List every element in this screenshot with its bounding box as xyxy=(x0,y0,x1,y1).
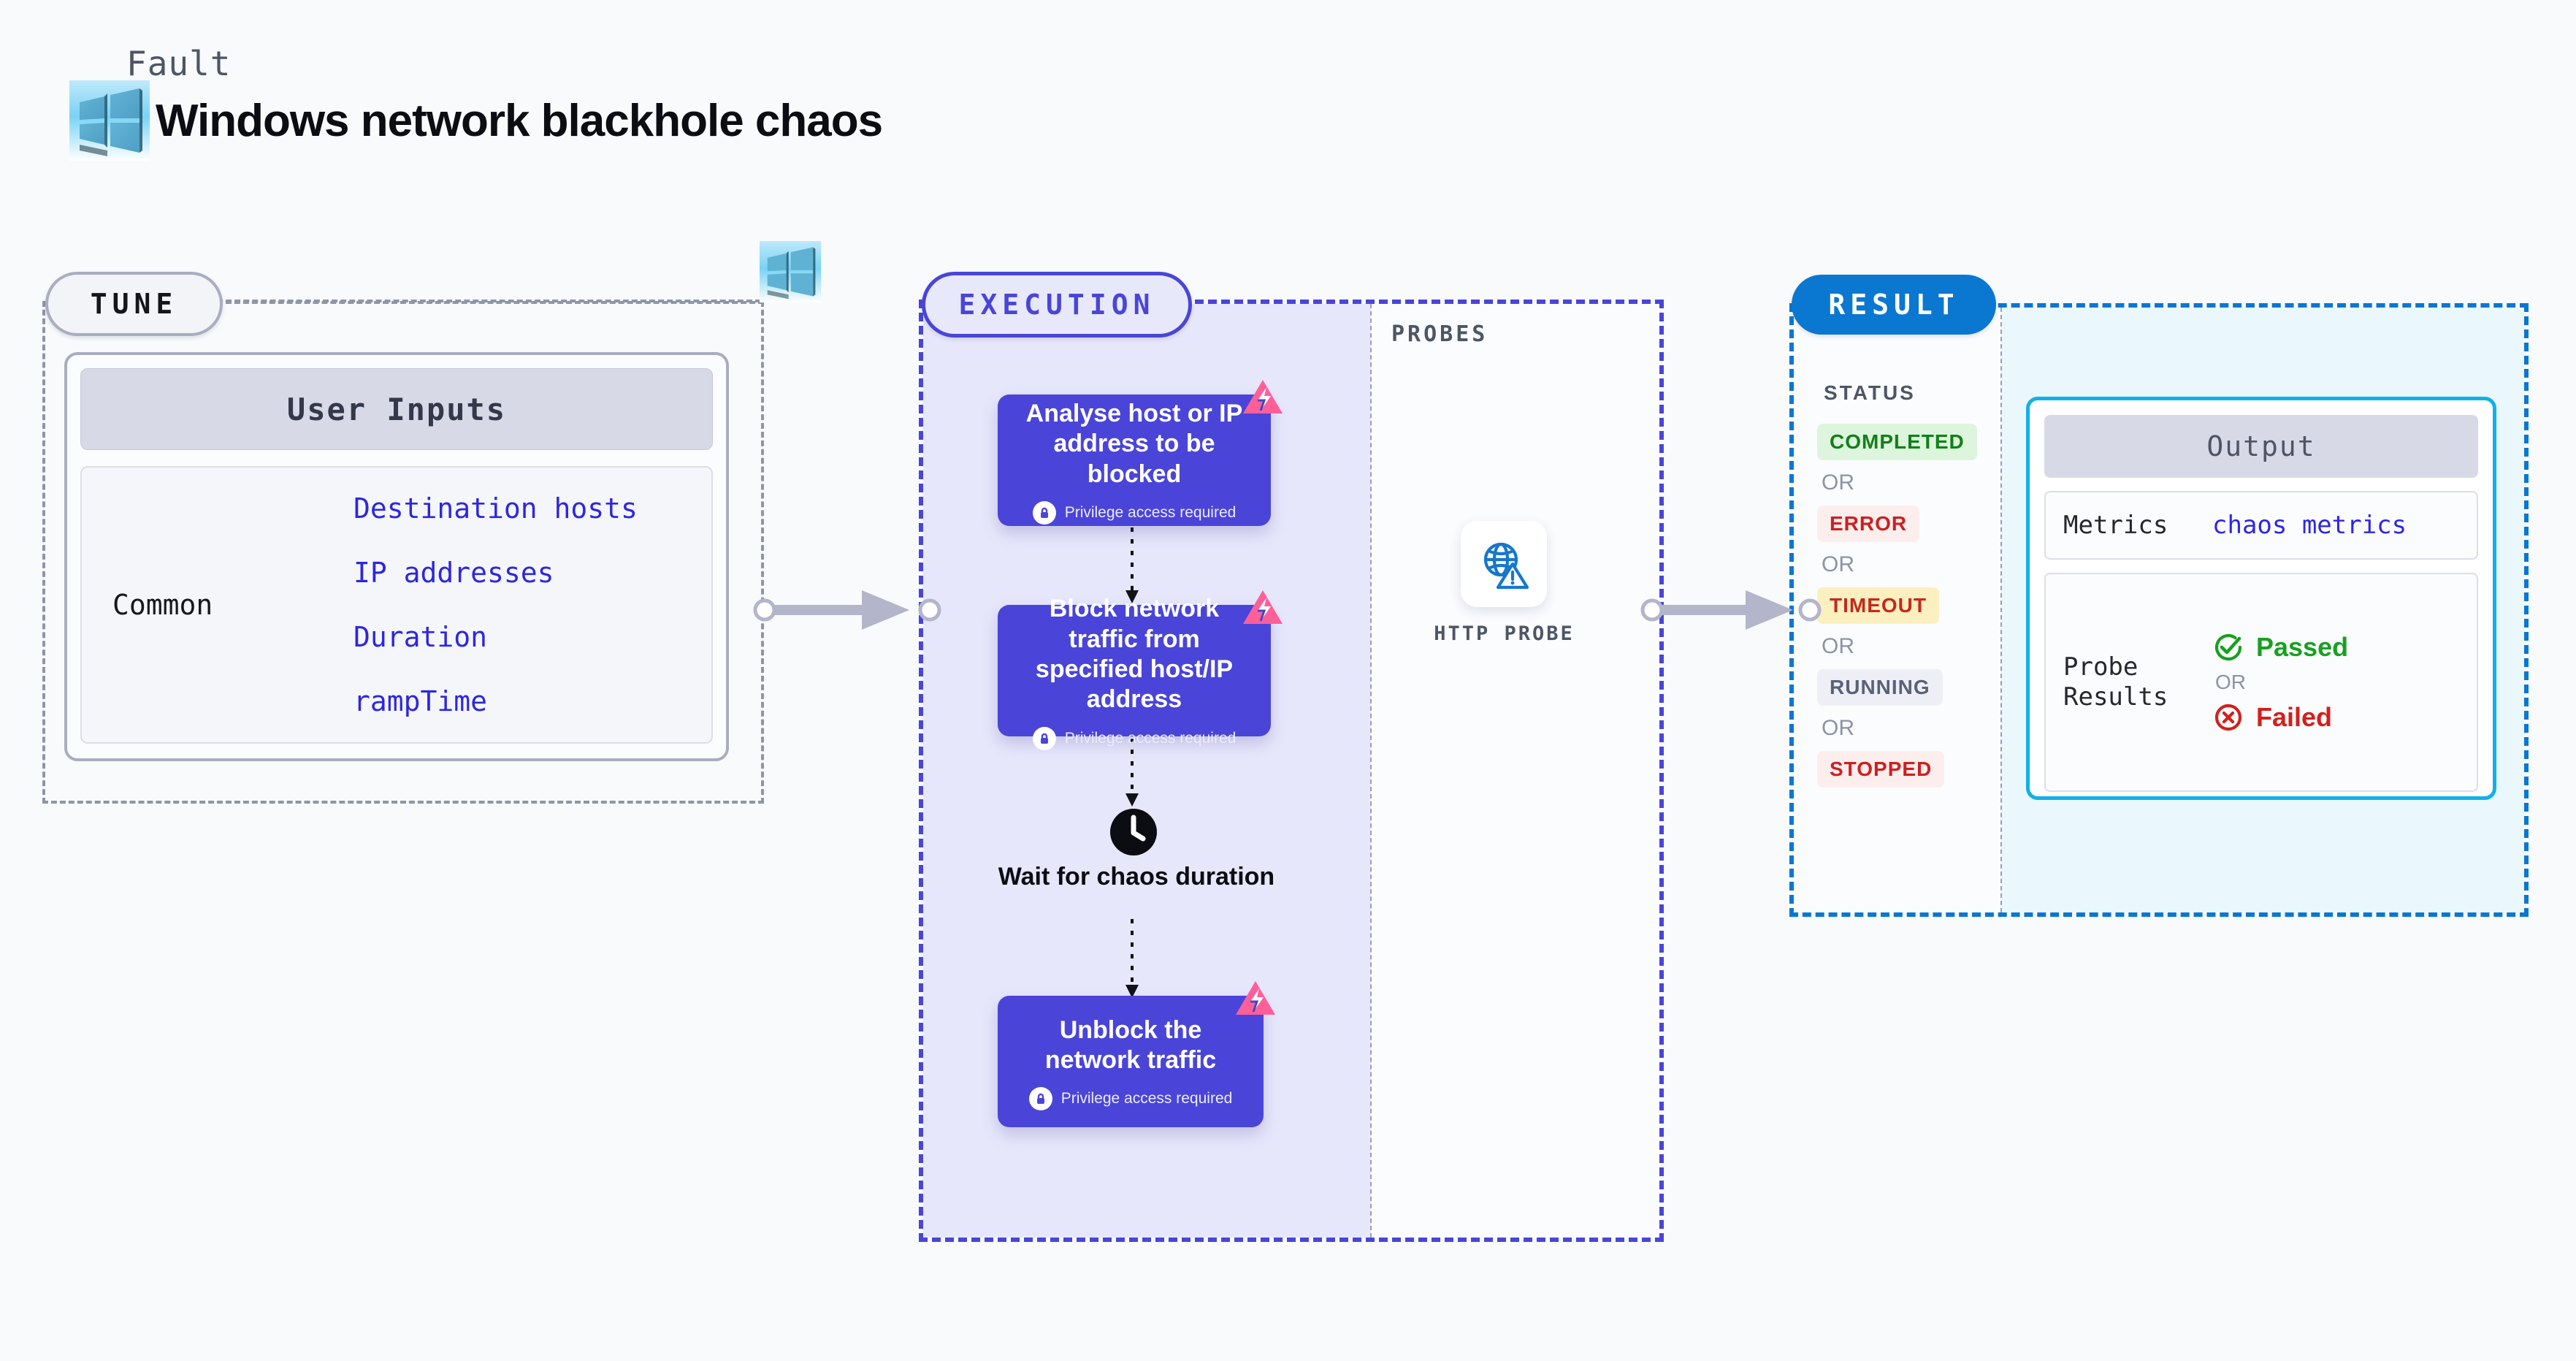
chaos-fault-icon xyxy=(1236,981,1275,1015)
output-header: Output xyxy=(2044,415,2478,478)
or-separator: OR xyxy=(1822,552,1854,576)
page-title: Windows network blackhole chaos xyxy=(156,95,883,146)
execution-step-title: Block network traffic from specified hos… xyxy=(1035,595,1234,714)
privilege-note: Privilege access required xyxy=(1028,1087,1233,1111)
fault-kicker-label: Fault xyxy=(126,44,232,83)
user-input-item[interactable]: Duration xyxy=(353,621,488,653)
result-section-pill[interactable]: RESULT xyxy=(1792,275,1996,335)
user-inputs-header: User Inputs xyxy=(80,368,713,450)
or-separator: OR xyxy=(1822,716,1854,740)
or-separator: OR xyxy=(1822,470,1854,495)
status-badge: COMPLETED xyxy=(1817,424,1977,460)
metrics-key-label: Metrics xyxy=(2063,510,2168,540)
execution-pill-label: EXECUTION xyxy=(958,289,1155,321)
flow-arrow-down xyxy=(1125,738,1139,807)
wait-step-label: Wait for chaos duration xyxy=(998,863,1275,891)
probe-pass-label: Passed xyxy=(2256,632,2349,662)
probes-section-label: PROBES xyxy=(1391,321,1488,347)
windows-logo-icon xyxy=(760,241,821,302)
probe-result-pass: Passed xyxy=(2212,631,2348,663)
or-separator: OR xyxy=(2215,671,2246,693)
windows-logo-icon xyxy=(69,80,150,161)
privilege-label: Privilege access required xyxy=(1064,729,1237,747)
privilege-label: Privilege access required xyxy=(1064,504,1237,522)
chaos-fault-icon xyxy=(1243,590,1283,624)
metrics-value[interactable]: chaos metrics xyxy=(2212,511,2407,540)
page-header: Fault Windows network xyxy=(69,44,1092,161)
status-heading: STATUS xyxy=(1824,381,1916,404)
execution-section-pill[interactable]: EXECUTION xyxy=(922,272,1192,338)
probe-results-row: Probe Results Passed OR Failed xyxy=(2044,573,2478,792)
probe-fail-label: Failed xyxy=(2256,702,2333,732)
execution-step-title: Analyse host or IP address to be blocked xyxy=(1025,399,1243,488)
x-circle-icon xyxy=(2214,704,2242,731)
user-input-item[interactable]: IP addresses xyxy=(353,557,554,589)
or-separator: OR xyxy=(1822,634,1854,658)
probes-column-bg xyxy=(1371,304,1659,1238)
output-card: Output Metrics chaos metrics Probe Resul… xyxy=(2026,397,2496,800)
execution-probes-divider xyxy=(1370,304,1372,1238)
flow-arrow-down xyxy=(1125,919,1139,998)
chaos-fault-icon xyxy=(1243,380,1283,413)
result-panel-divider xyxy=(2000,308,2002,912)
execution-step-card[interactable]: Block network traffic from specified hos… xyxy=(998,590,1283,750)
metrics-row: Metrics chaos metrics xyxy=(2044,491,2478,560)
status-list: COMPLETED OR ERROR OR TIMEOUT OR RUNNING… xyxy=(1817,424,2007,788)
connector-probes-to-result xyxy=(1640,590,1822,630)
lock-icon xyxy=(1032,501,1056,525)
execution-step-title: Unblock the network traffic xyxy=(1044,1015,1217,1074)
user-inputs-card: User Inputs Common Destination hosts IP … xyxy=(64,352,729,761)
user-input-item[interactable]: Destination hosts xyxy=(353,492,638,525)
privilege-note: Privilege access required xyxy=(1032,726,1237,750)
user-input-item[interactable]: rampTime xyxy=(353,685,488,717)
probe-results-values: Passed OR Failed xyxy=(2212,631,2348,733)
http-probe-label: HTTP PROBE xyxy=(1434,622,1575,645)
tune-panel-top-dash xyxy=(217,300,761,302)
tune-panel xyxy=(42,301,764,804)
status-badge: ERROR xyxy=(1817,506,1920,542)
flow-arrow-down xyxy=(1125,527,1139,603)
status-badge: TIMEOUT xyxy=(1817,587,1939,624)
execution-step-card[interactable]: Analyse host or IP address to be blocked… xyxy=(998,380,1283,526)
user-inputs-list: Destination hosts IP addresses Duration … xyxy=(353,492,638,717)
tune-pill-label: TUNE xyxy=(90,288,178,320)
result-pill-label: RESULT xyxy=(1828,289,1960,321)
status-badge: STOPPED xyxy=(1817,751,1945,788)
execution-step-card[interactable]: Unblock the network traffic Privilege ac… xyxy=(998,981,1275,1127)
probe-result-fail: Failed xyxy=(2212,701,2348,733)
user-inputs-group-label: Common xyxy=(112,589,213,621)
lock-icon xyxy=(1032,726,1056,750)
check-circle-icon xyxy=(2214,633,2242,661)
connector-tune-to-execution xyxy=(753,590,941,630)
clock-icon xyxy=(1110,809,1157,855)
privilege-label: Privilege access required xyxy=(1060,1090,1233,1108)
globe-warning-icon xyxy=(1483,542,1529,590)
lock-icon xyxy=(1028,1087,1052,1111)
probe-results-key-label: Probe Results xyxy=(2063,652,2168,712)
execution-probes-panel xyxy=(919,300,1664,1242)
tune-section-pill[interactable]: TUNE xyxy=(45,272,223,336)
http-probe-icon-card[interactable] xyxy=(1461,521,1547,607)
privilege-note: Privilege access required xyxy=(1032,501,1237,525)
status-badge: RUNNING xyxy=(1817,669,1943,706)
user-inputs-body: Common Destination hosts IP addresses Du… xyxy=(80,466,713,744)
